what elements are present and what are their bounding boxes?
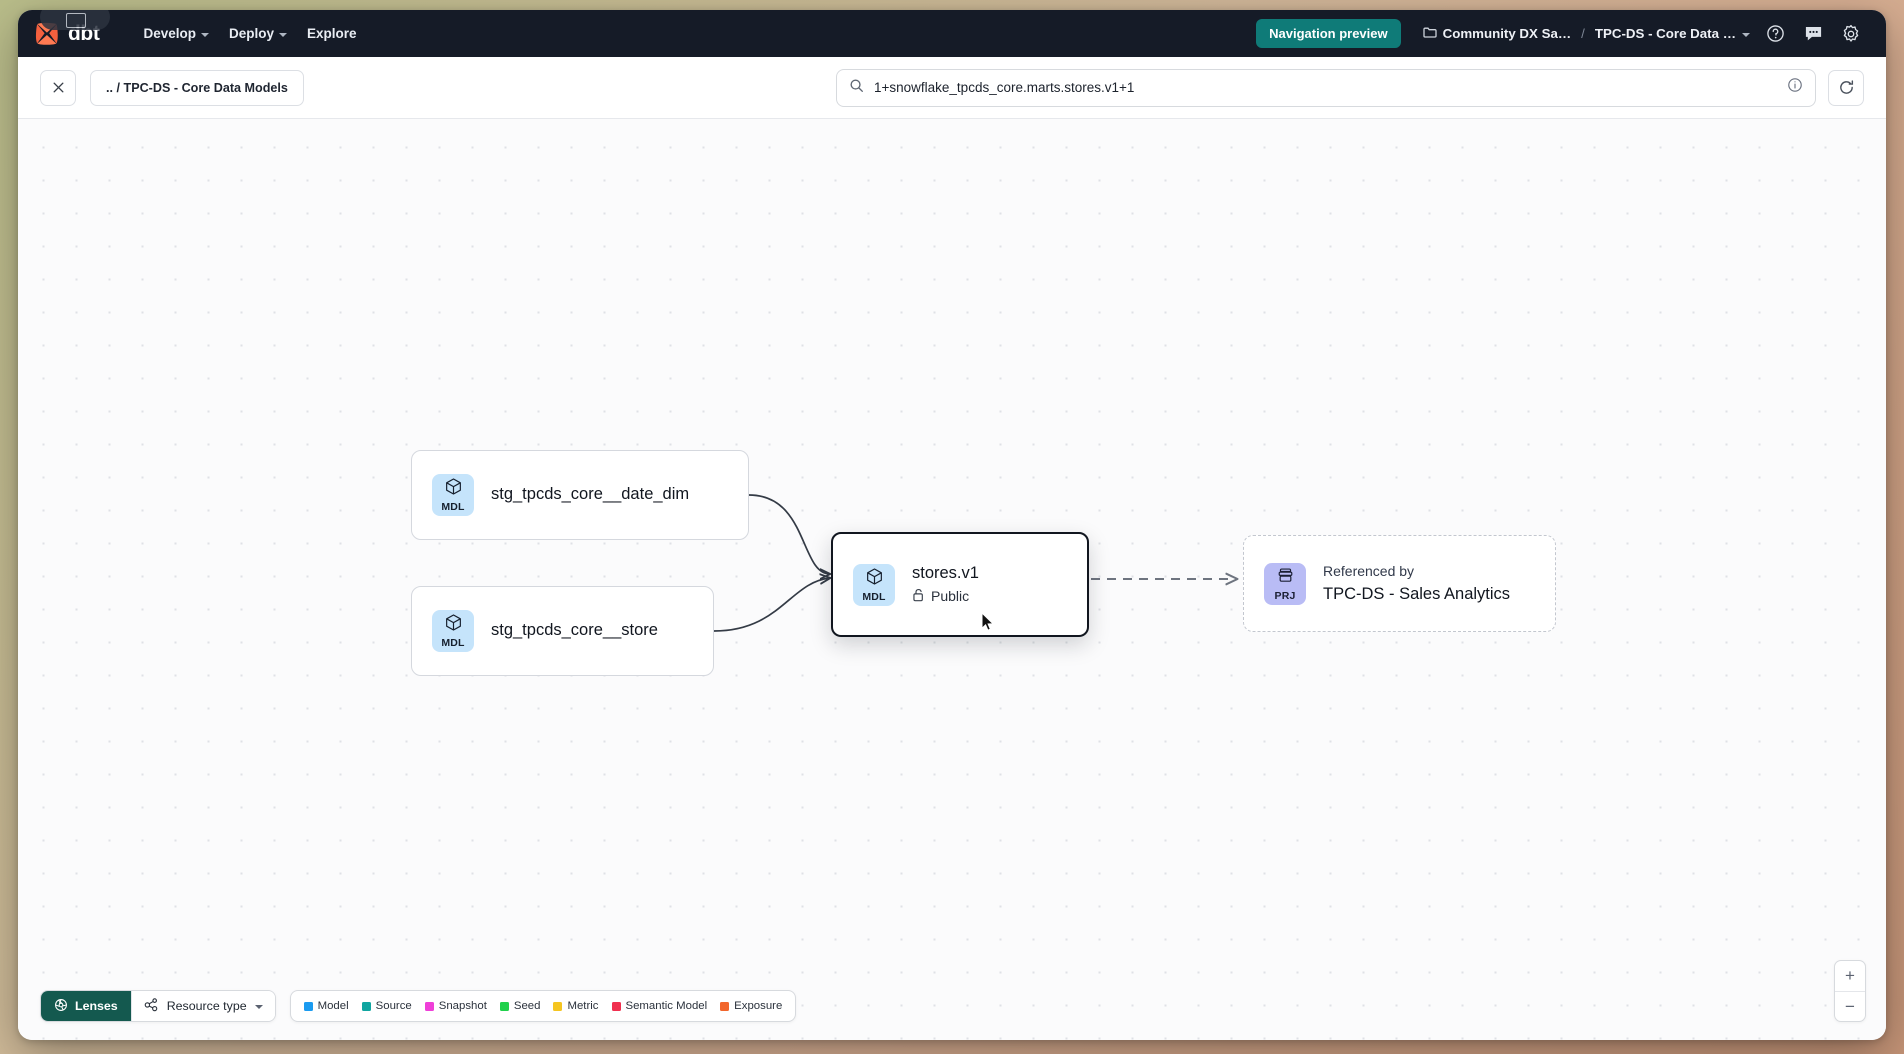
resource-badge-label: MDL	[862, 590, 886, 603]
nav-item-explore[interactable]: Explore	[297, 20, 367, 47]
zoom-out-button[interactable]: −	[1835, 991, 1865, 1021]
node-access-label: Public	[931, 588, 970, 605]
nav-item-explore-label: Explore	[307, 26, 357, 41]
search-input[interactable]	[874, 80, 1777, 95]
legend-swatch	[361, 1001, 371, 1011]
help-icon[interactable]	[1762, 21, 1788, 47]
node-title: stores.v1	[912, 564, 979, 583]
lineage-node-referenced-project[interactable]: PRJ Referenced by TPC-DS - Sales Analyti…	[1243, 535, 1556, 632]
breadcrumb: Community DX Sa… / TPC-DS - Core Data …	[1422, 26, 1750, 41]
node-body: stores.v1 Public	[912, 564, 979, 605]
canvas-bottom-bar: Lenses Resource type	[40, 990, 797, 1022]
cube-icon	[444, 613, 463, 637]
node-access: Public	[912, 588, 979, 605]
legend-item-model: Model	[303, 1000, 349, 1012]
legend-swatch	[611, 1001, 621, 1011]
node-title: stg_tpcds_core__date_dim	[491, 485, 690, 504]
close-button[interactable]	[40, 69, 76, 106]
legend-item-semantic-model: Semantic Model	[611, 1000, 708, 1012]
legend-swatch	[553, 1001, 563, 1011]
legend-label: Source	[375, 1000, 412, 1012]
chevron-down-icon	[254, 1005, 263, 1009]
chevron-down-icon	[279, 32, 287, 37]
legend-item-metric: Metric	[553, 1000, 599, 1012]
refresh-button[interactable]	[1828, 69, 1864, 106]
resource-type-dropdown[interactable]: Resource type	[130, 991, 275, 1021]
lineage-toolbar: .. / TPC-DS - Core Data Models	[18, 57, 1886, 119]
resource-badge-mdl: MDL	[853, 563, 895, 606]
resource-badge-prj: PRJ	[1264, 562, 1306, 605]
lineage-node-stg-date-dim[interactable]: MDL stg_tpcds_core__date_dim	[411, 450, 749, 540]
feedback-icon[interactable]	[1800, 21, 1826, 47]
node-body: Referenced by TPC-DS - Sales Analytics	[1323, 563, 1510, 604]
resource-badge-label: MDL	[441, 637, 465, 650]
lineage-node-stores-v1[interactable]: MDL stores.v1 Public	[831, 532, 1089, 637]
browser-window: dbt Develop Deploy Explore Navigation pr…	[18, 10, 1886, 1040]
legend-label: Exposure	[734, 1000, 783, 1012]
zoom-in-button[interactable]: +	[1845, 966, 1855, 985]
legend-item-source: Source	[361, 1000, 412, 1012]
resource-badge-label: PRJ	[1274, 589, 1296, 602]
chevron-down-icon	[1742, 32, 1750, 37]
cube-icon	[865, 567, 884, 591]
lineage-breadcrumb-chip[interactable]: .. / TPC-DS - Core Data Models	[90, 69, 304, 106]
lenses-button[interactable]: Lenses	[41, 991, 131, 1021]
legend-item-snapshot: Snapshot	[424, 1000, 487, 1012]
resource-type-label: Resource type	[166, 999, 247, 1013]
browser-tab-nub[interactable]	[40, 10, 110, 30]
legend-label: Semantic Model	[625, 1000, 708, 1012]
chevron-down-icon	[200, 32, 209, 37]
nav-item-deploy[interactable]: Deploy	[219, 20, 297, 47]
cube-icon	[444, 477, 463, 501]
legend-label: Seed	[513, 1000, 541, 1012]
breadcrumb-project[interactable]: TPC-DS - Core Data …	[1595, 26, 1750, 41]
legend-label: Metric	[567, 1000, 599, 1012]
lenses-button-label: Lenses	[75, 999, 118, 1013]
resource-type-legend: Model Source Snapshot Seed Metric	[289, 990, 797, 1022]
legend-item-seed: Seed	[499, 1000, 541, 1012]
legend-swatch	[424, 1001, 434, 1011]
lens-icon	[54, 998, 68, 1015]
settings-icon[interactable]	[1838, 21, 1864, 47]
info-icon[interactable]	[1787, 77, 1803, 98]
search-area	[836, 68, 1864, 107]
legend-swatch	[720, 1001, 730, 1011]
lineage-canvas[interactable]: MDL stg_tpcds_core__date_dim MDL stg_tpc…	[18, 119, 1886, 1040]
resource-badge-mdl: MDL	[432, 610, 474, 652]
node-title: TPC-DS - Sales Analytics	[1323, 584, 1511, 603]
nav-item-develop[interactable]: Develop	[133, 20, 219, 47]
search-icon	[849, 78, 864, 98]
legend-label: Snapshot	[438, 1000, 487, 1012]
nodes-icon	[144, 997, 159, 1015]
edge-date-dim-to-stores	[748, 494, 830, 574]
top-navigation-bar: dbt Develop Deploy Explore Navigation pr…	[18, 10, 1886, 57]
resource-badge-label: MDL	[441, 501, 465, 514]
legend-item-exposure: Exposure	[720, 1000, 782, 1012]
nav-item-develop-label: Develop	[143, 26, 196, 41]
node-kicker: Referenced by	[1323, 562, 1415, 579]
resource-badge-mdl: MDL	[432, 474, 474, 516]
breadcrumb-account[interactable]: Community DX Sa…	[1422, 26, 1572, 41]
nav-item-deploy-label: Deploy	[228, 26, 274, 41]
navigation-preview-badge[interactable]: Navigation preview	[1256, 19, 1401, 48]
folder-icon	[1422, 26, 1437, 41]
node-title: stg_tpcds_core__store	[491, 621, 658, 640]
breadcrumb-account-label: Community DX Sa…	[1442, 26, 1572, 41]
zoom-controls: + −	[1834, 960, 1866, 1022]
lineage-search-box[interactable]	[836, 68, 1816, 107]
legend-swatch	[303, 1001, 313, 1011]
legend-label: Model	[317, 1000, 349, 1012]
legend-swatch	[499, 1001, 509, 1011]
breadcrumb-separator: /	[1581, 26, 1585, 41]
unlock-icon	[912, 588, 925, 605]
edge-store-to-stores	[713, 578, 830, 632]
node-body: stg_tpcds_core__date_dim	[491, 485, 689, 505]
lens-controls: Lenses Resource type	[40, 990, 276, 1022]
project-stack-icon	[1276, 566, 1295, 590]
lineage-node-stg-store[interactable]: MDL stg_tpcds_core__store	[411, 586, 714, 676]
breadcrumb-project-label: TPC-DS - Core Data …	[1594, 26, 1736, 41]
node-body: stg_tpcds_core__store	[491, 621, 658, 641]
